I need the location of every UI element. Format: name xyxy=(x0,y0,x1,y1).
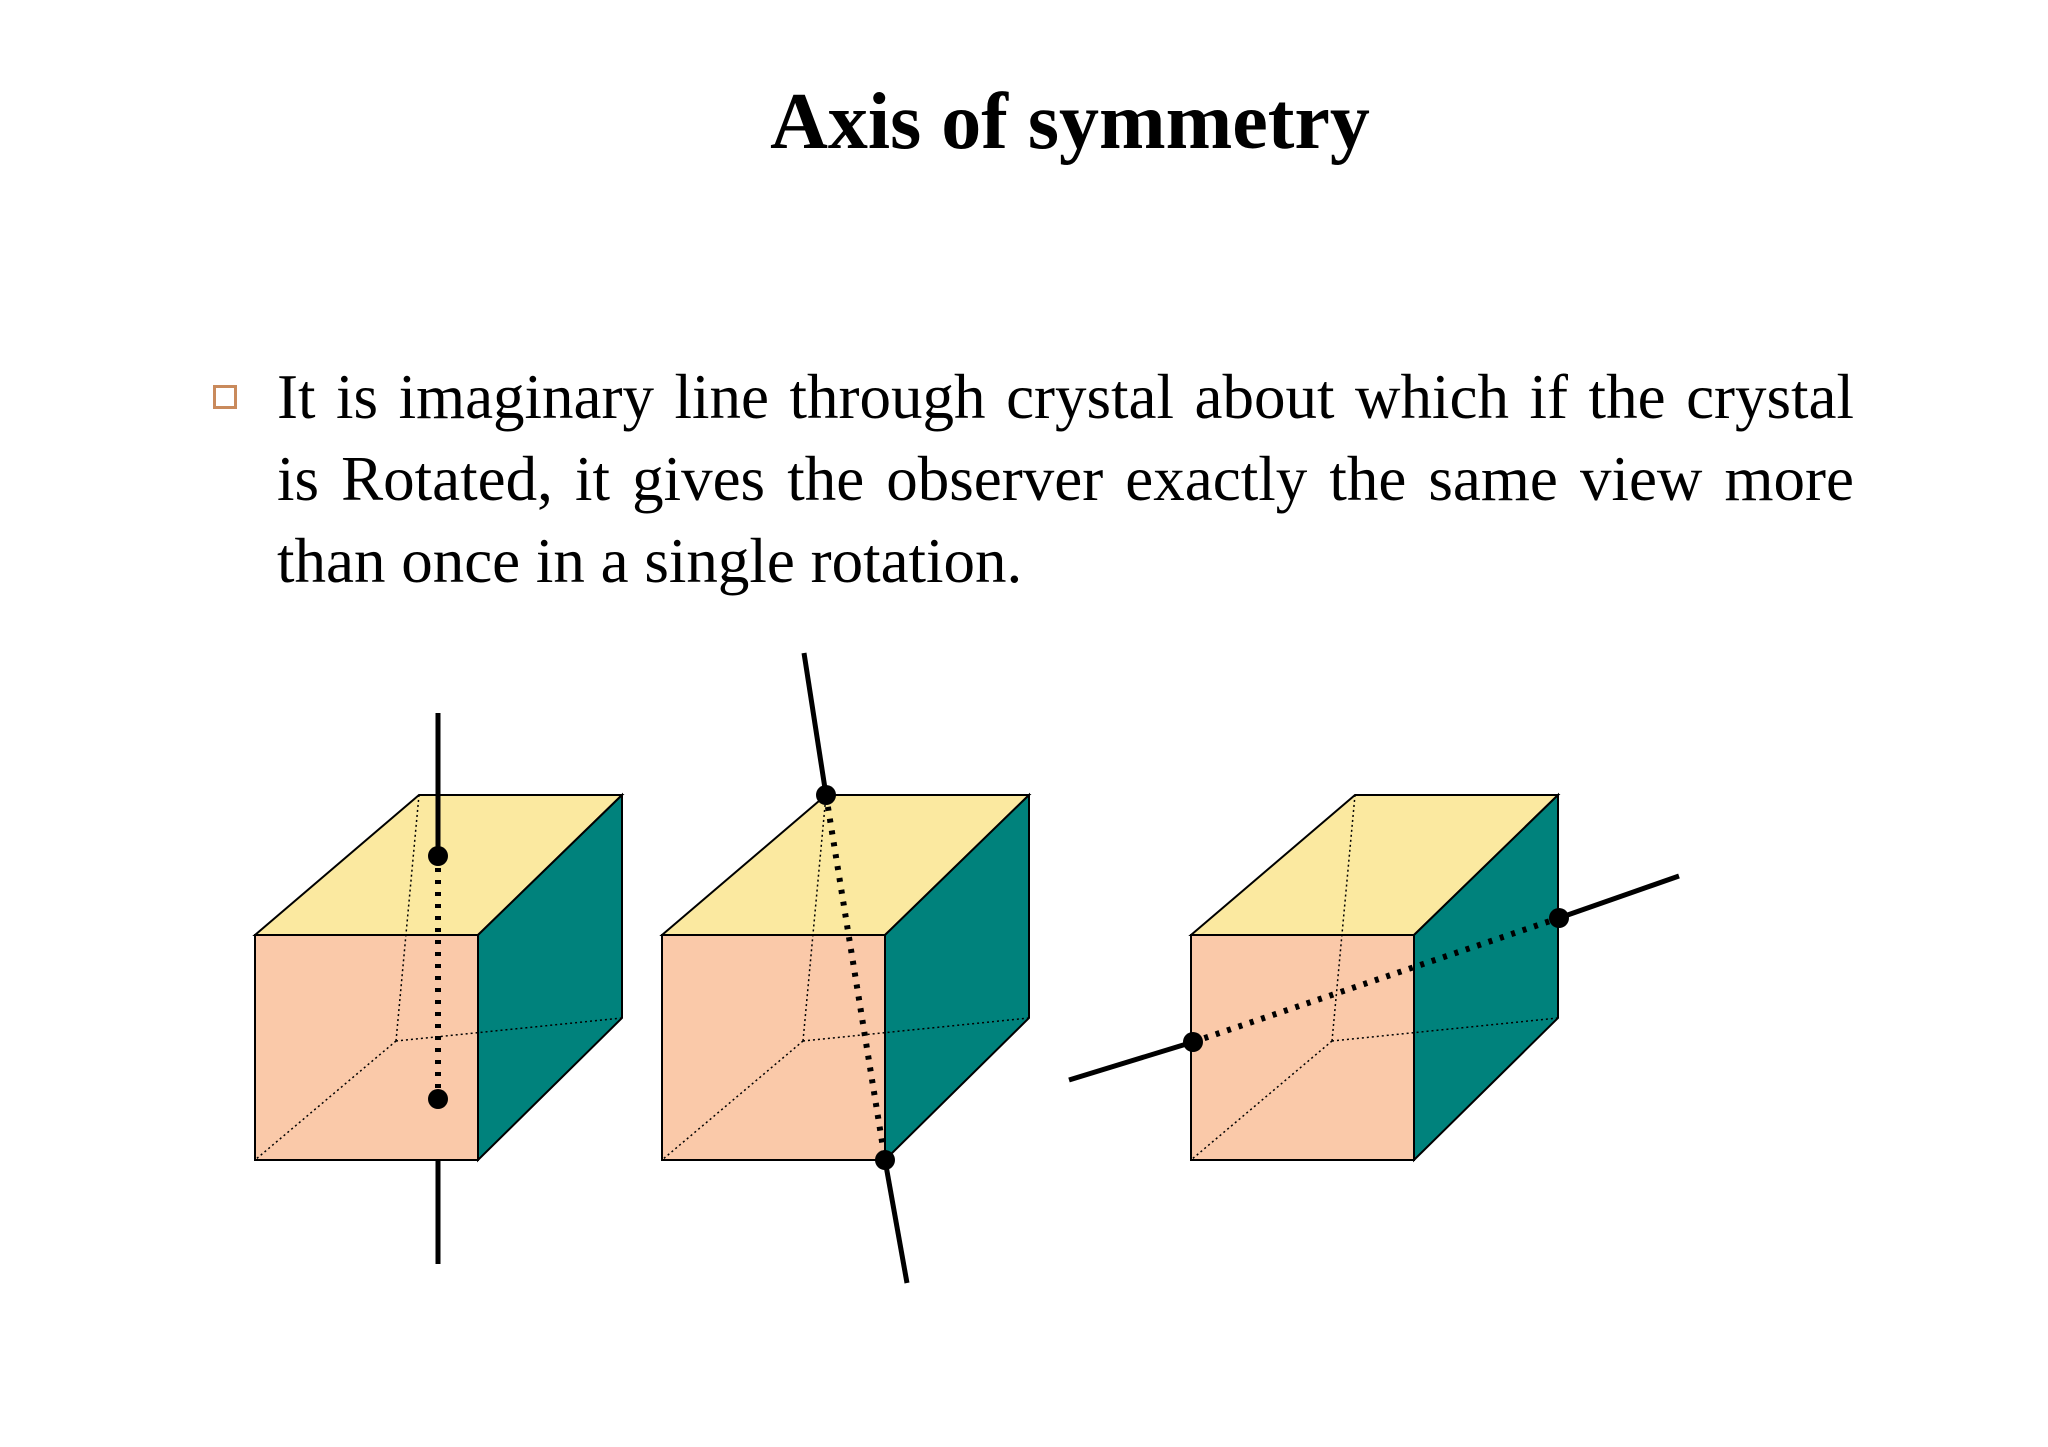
axis-point xyxy=(816,785,836,805)
bullet-text: It is imaginary line through crystal abo… xyxy=(277,362,1854,596)
hidden-edges xyxy=(661,794,1030,1161)
axis-point xyxy=(428,1089,448,1109)
axis-point xyxy=(875,1150,895,1170)
axis-point xyxy=(1549,908,1569,928)
axis-hidden-segment xyxy=(1192,915,1560,1045)
hidden-edges xyxy=(254,794,623,1161)
cube-front-face xyxy=(254,934,479,1161)
cube-front-face xyxy=(661,934,886,1161)
axis-hidden-segment xyxy=(823,794,888,1161)
axis-point xyxy=(428,846,448,866)
axis-line xyxy=(801,652,829,796)
cube-face-axis xyxy=(252,713,625,1264)
axis-line xyxy=(882,1159,910,1284)
axis-line xyxy=(1068,1039,1194,1083)
hidden-edges xyxy=(1190,794,1559,1161)
cube-edge-axis xyxy=(659,652,1032,1284)
cube-corner-axis xyxy=(1068,792,1680,1163)
cube-front-face xyxy=(1190,934,1415,1161)
axis-line xyxy=(1558,873,1680,921)
bullet-square-icon xyxy=(213,385,237,409)
slide-title: Axis of symmetry xyxy=(770,78,1370,166)
axis-point xyxy=(1183,1032,1203,1052)
